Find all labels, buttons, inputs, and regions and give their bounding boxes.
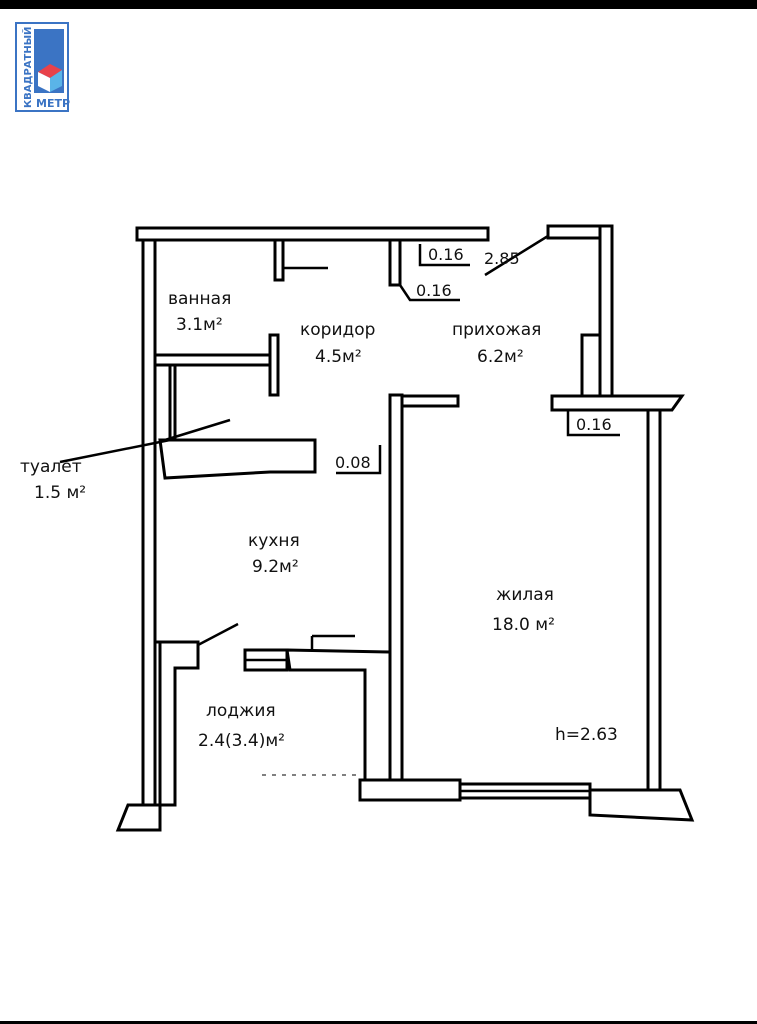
room-area-toilet: 1.5 м² — [34, 483, 86, 503]
room-area-hallway: 6.2м² — [477, 347, 524, 367]
walls — [115, 224, 695, 832]
top-border — [0, 0, 757, 9]
dimension-label: 0.08 — [335, 453, 371, 472]
dimension-label: 2.85 — [484, 249, 520, 268]
dimension-lines — [59, 234, 620, 475]
room-name-loggia: лоджия — [206, 701, 276, 721]
room-name-toilet: туалет — [20, 457, 82, 477]
room-area-bathroom: 3.1м² — [176, 315, 223, 335]
room-name-corridor: коридор — [300, 320, 375, 340]
room-name-kitchen: кухня — [248, 531, 300, 551]
room-area-loggia: 2.4(3.4)м² — [198, 731, 285, 751]
room-name-hallway: прихожая — [452, 320, 541, 340]
ceiling-height: h=2.63 — [555, 725, 618, 745]
dimension-label: 0.16 — [416, 281, 452, 300]
room-area-corridor: 4.5м² — [315, 347, 362, 367]
room-area-kitchen: 9.2м² — [252, 557, 299, 577]
dimension-label: 0.16 — [576, 415, 612, 434]
logo: КВАДРАТНЫЙ МЕТР — [15, 22, 70, 112]
room-area-living: 18.0 м² — [492, 615, 555, 635]
dimension-label: 0.16 — [428, 245, 464, 264]
room-name-living: жилая — [496, 585, 554, 605]
logo-text: МЕТР — [36, 97, 70, 110]
logo-text-vertical: КВАДРАТНЫЙ — [21, 27, 34, 108]
room-name-bathroom: ванная — [168, 289, 231, 309]
bottom-border — [0, 1021, 757, 1024]
